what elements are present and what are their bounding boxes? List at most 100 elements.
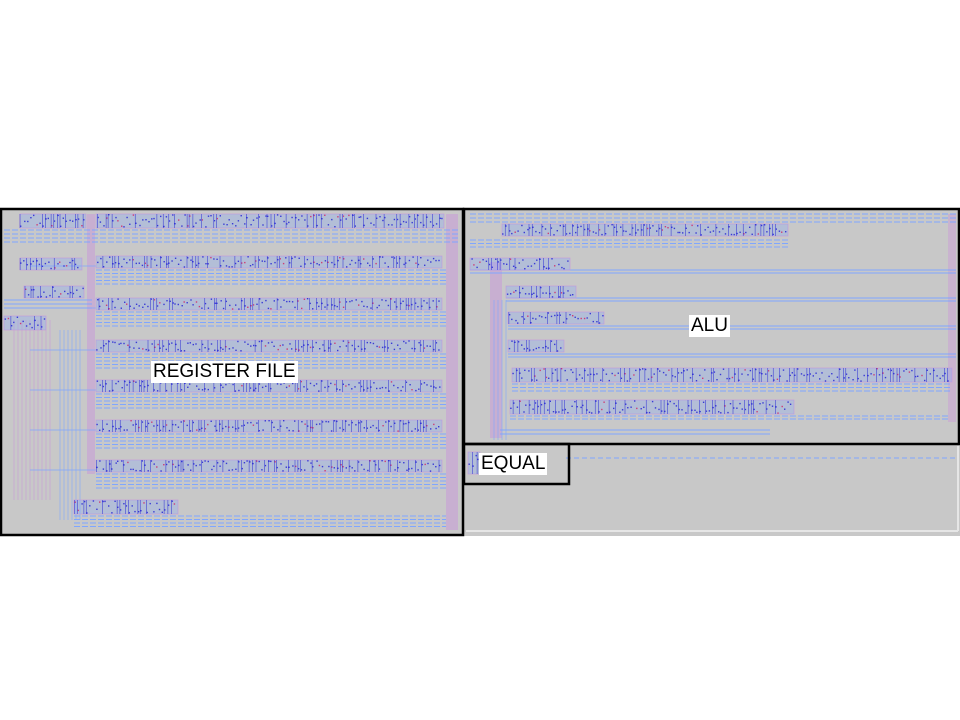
via-dot	[744, 408, 747, 411]
via-dot	[156, 502, 158, 505]
via-dot	[680, 372, 683, 374]
via-dot	[899, 376, 901, 378]
via-dot	[193, 463, 195, 465]
via-dot	[625, 230, 627, 233]
via-dot	[41, 326, 43, 328]
via-dot	[74, 263, 77, 266]
via-dot	[234, 390, 237, 392]
via-dot	[180, 350, 182, 352]
via-dot	[345, 420, 347, 422]
via-dot	[526, 347, 529, 350]
via-dot	[138, 262, 140, 264]
via-dot	[554, 369, 557, 371]
via-dot	[105, 343, 107, 345]
via-dot	[420, 383, 423, 385]
via-dot	[297, 468, 300, 470]
cell-row-outline	[95, 339, 443, 353]
via-dot	[177, 263, 180, 265]
via-dot	[283, 299, 285, 301]
via-dot	[527, 315, 529, 317]
via-dot	[131, 505, 133, 507]
via-dot	[791, 372, 793, 374]
via-dot	[104, 500, 106, 503]
via-dot	[765, 373, 767, 375]
via-dot	[97, 216, 99, 219]
via-dot	[109, 463, 111, 465]
via-dot	[103, 345, 105, 347]
via-dot	[222, 386, 224, 389]
via-dot	[375, 464, 377, 466]
via-dot	[301, 421, 303, 423]
via-dot	[914, 375, 917, 378]
via-dot	[198, 388, 200, 390]
via-dot	[545, 376, 548, 379]
via-dot	[181, 305, 183, 307]
via-dot	[225, 462, 228, 465]
via-dot	[115, 462, 117, 464]
via-dot	[635, 369, 637, 372]
via-dot	[571, 405, 573, 407]
via-dot	[511, 318, 513, 321]
via-dot	[648, 411, 651, 414]
via-dot	[363, 224, 365, 227]
via-dot	[171, 500, 173, 502]
via-dot	[140, 510, 142, 512]
via-dot	[135, 222, 137, 224]
via-dot	[370, 307, 372, 309]
via-dot	[220, 384, 222, 386]
via-dot	[819, 378, 821, 380]
via-dot	[225, 300, 227, 303]
via-dot	[556, 230, 558, 232]
via-dot	[399, 461, 401, 463]
cell-row-fill	[508, 340, 564, 352]
via-dot	[315, 341, 317, 344]
via-dot	[7, 317, 10, 320]
via-dot	[303, 344, 305, 346]
via-dot	[781, 231, 783, 233]
via-dot	[177, 426, 180, 428]
via-dot	[707, 380, 710, 382]
via-dot	[509, 258, 512, 260]
via-dot	[318, 264, 320, 266]
via-dot	[313, 261, 315, 263]
via-dot	[376, 345, 378, 348]
via-dot	[283, 382, 285, 384]
via-dot	[207, 423, 209, 426]
via-dot	[195, 222, 197, 224]
via-dot	[394, 422, 396, 424]
via-dot	[165, 216, 168, 218]
via-dot	[583, 317, 586, 320]
via-dot	[602, 315, 604, 317]
via-dot	[669, 400, 671, 403]
via-dot	[393, 384, 395, 387]
via-dot	[57, 214, 59, 217]
via-dot	[159, 429, 162, 432]
via-dot	[283, 420, 285, 422]
via-dot	[202, 256, 204, 258]
via-dot	[427, 259, 429, 261]
via-dot	[309, 382, 312, 385]
via-dot	[768, 404, 771, 406]
via-dot	[312, 427, 314, 429]
via-dot	[524, 268, 526, 270]
via-dot	[258, 259, 260, 261]
via-dot	[138, 347, 140, 349]
via-dot	[160, 470, 162, 472]
via-dot	[405, 422, 407, 425]
via-dot	[114, 306, 116, 309]
via-dot	[620, 377, 623, 379]
cell-row-outline	[95, 255, 443, 269]
via-dot	[145, 348, 147, 351]
via-dot	[345, 301, 348, 303]
via-dot	[789, 403, 792, 405]
via-dot	[126, 262, 128, 264]
via-dot	[654, 407, 657, 409]
via-dot	[298, 349, 300, 351]
via-dot	[240, 350, 242, 352]
via-dot	[743, 233, 745, 235]
via-dot	[294, 420, 296, 422]
alu-outline	[462, 207, 960, 446]
via-dot	[649, 227, 651, 229]
via-dot	[184, 214, 186, 216]
